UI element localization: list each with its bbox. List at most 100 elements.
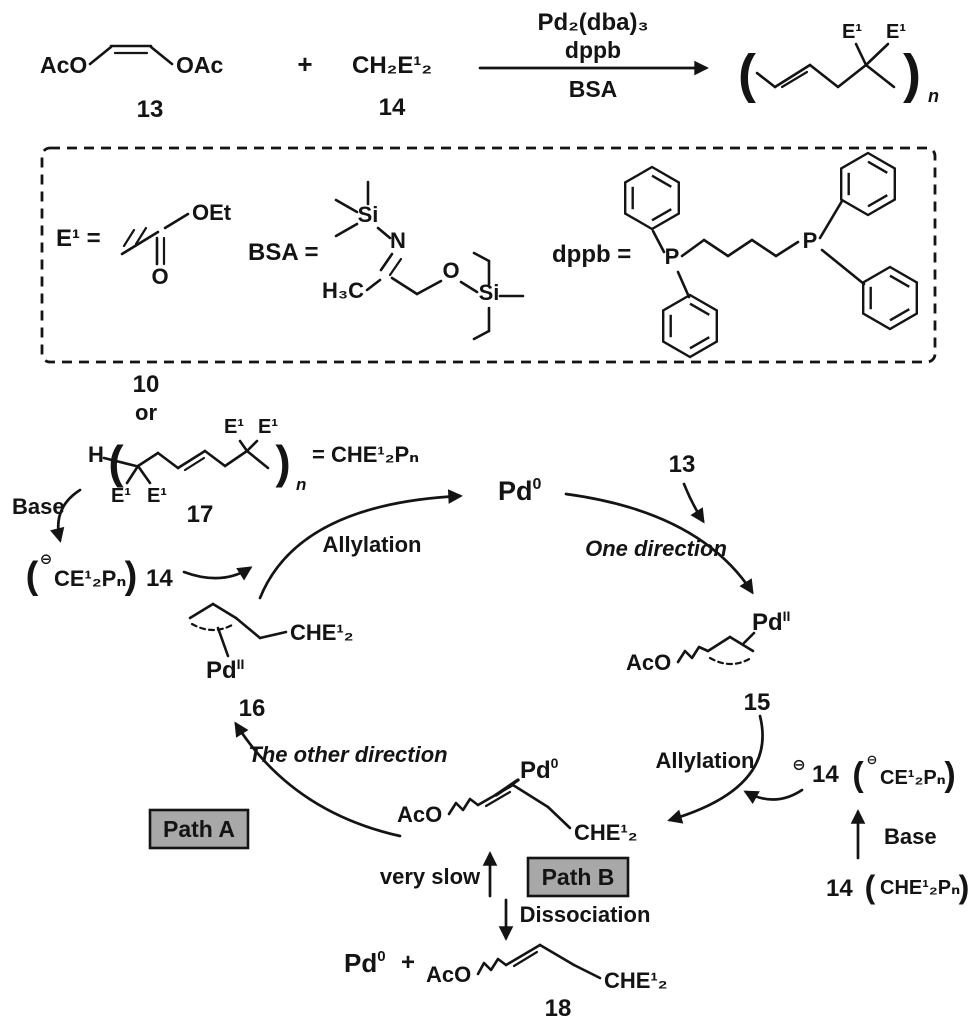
- s16-pd-label: PdII: [206, 656, 244, 684]
- base-left-arrow: [50, 488, 82, 543]
- central-skeleton: [447, 778, 572, 830]
- allylation-left-label: Allylation: [322, 532, 421, 557]
- nucleophile-formula: CHE¹₂Pₙ: [880, 877, 960, 899]
- other-direction-label: The other direction: [248, 742, 447, 767]
- e1-structure: [120, 212, 190, 266]
- s16-skeleton: [188, 602, 288, 658]
- dppb-p2-label: P: [803, 228, 818, 253]
- anion-right-formula: CE¹₂Pₙ: [880, 767, 946, 789]
- legend-dashed-border: [40, 146, 937, 364]
- arc-pd0-to-15: [564, 492, 754, 595]
- phenyl-ring-1: [624, 165, 680, 231]
- anion-left-number: 14: [146, 565, 173, 592]
- compound-18: Pd0 + AcO CHE¹₂ 18: [344, 943, 668, 1022]
- phenyl-ring-4: [862, 265, 918, 331]
- bsa-h3c-label: H₃C: [322, 278, 364, 303]
- anion-left-paren-close: ): [125, 555, 138, 597]
- reactant13-aco-label: AcO: [40, 52, 87, 78]
- s15-pd-label: PdII: [752, 608, 790, 636]
- bsa-o-label: O: [442, 258, 459, 283]
- polymer-bracket-open: (: [738, 44, 756, 104]
- compound-15-number: 15: [744, 689, 771, 716]
- p18-aco-label: AcO: [426, 962, 471, 987]
- polymer-backbone: [755, 42, 896, 89]
- bsa-condition-label: BSA: [569, 76, 618, 102]
- phenyl-ring-2: [662, 293, 718, 359]
- phenyl-ring-3: [840, 151, 896, 217]
- s16-che-label: CHE¹₂: [290, 620, 354, 645]
- s17-backbone: [102, 439, 270, 485]
- s17-e1-top-right: E¹: [258, 416, 278, 438]
- anion-right-number: 14: [812, 761, 839, 788]
- reactant13-oac-label: OAc: [176, 52, 224, 78]
- dppb-definition-label: dppb =: [552, 241, 631, 268]
- e1-definition-label: E¹ =: [56, 225, 101, 252]
- p18-skeleton: [476, 943, 602, 980]
- central-che-label: CHE¹₂: [574, 820, 638, 845]
- central-pd-label: Pd0: [520, 755, 559, 784]
- anion-left-formula: CE¹₂Pₙ: [54, 566, 126, 591]
- p18-che-label: CHE¹₂: [604, 968, 668, 993]
- dissociation-label: Dissociation: [520, 902, 651, 927]
- pd0-top-label: Pd0: [498, 476, 542, 506]
- bsa-definition-label: BSA =: [248, 239, 318, 266]
- compound-17-number: 17: [187, 501, 214, 528]
- arc-13-join: [682, 482, 705, 524]
- minus-charge-icon: ⊖: [867, 752, 878, 767]
- polymer-e1-right-label: E¹: [886, 21, 906, 43]
- compound-16: PdII CHE¹₂ 16: [188, 602, 354, 722]
- s15-aco-label: AcO: [626, 650, 671, 675]
- anion-right-paren-open: (: [852, 756, 864, 794]
- plus-sign: +: [297, 49, 312, 79]
- anion-right-paren-close: ): [944, 756, 955, 794]
- catalytic-cycle: 10 or H ( E¹ E¹ E¹ E¹: [12, 371, 969, 1022]
- p18-plus-sign: +: [401, 949, 415, 976]
- cycle-13-number: 13: [669, 451, 696, 478]
- path-a-box: [148, 808, 250, 850]
- ligand-label: dppb: [565, 37, 621, 63]
- e1-oet-label: OEt: [192, 200, 232, 225]
- compound-13-number: 13: [137, 96, 164, 123]
- nucleophile-14: 14 ( CHE¹₂Pₙ ): [826, 869, 969, 905]
- reactant14-formula: CH₂E¹₂: [352, 52, 432, 79]
- allylation-right-label: Allylation: [655, 748, 754, 773]
- minus-charge-icon: ⊖: [40, 551, 53, 568]
- s17-h-label: H: [88, 442, 104, 467]
- s17-equals-formula: = CHE¹₂Pₙ: [312, 442, 419, 467]
- one-direction-label: One direction: [585, 536, 727, 561]
- bsa-si1-label: Si: [358, 202, 379, 227]
- s17-e1-bottom-left: E¹: [111, 485, 131, 507]
- path-b-box: [526, 856, 630, 898]
- arc-15-to-central: [667, 714, 764, 824]
- top-reaction: AcO OAc 13 + CH₂E¹₂ 14 Pd₂(dba)₃ dppb BS…: [40, 9, 939, 123]
- s17-bracket-close: ): [275, 436, 290, 488]
- polymer-product: ( E¹ E¹ ) n: [738, 21, 939, 106]
- base-right-label: Base: [884, 824, 937, 849]
- arc-anion-right-join: [743, 788, 804, 805]
- polymer-bracket-close: ): [903, 44, 921, 104]
- compound-16-number: 16: [239, 695, 266, 722]
- compound-15: AcO PdII 15: [626, 608, 790, 716]
- catalyst-label: Pd₂(dba)₃: [537, 9, 648, 36]
- carbanion-14-left: ( ⊖ CE¹₂Pₙ ) 14: [26, 551, 174, 597]
- e1-carbonyl-o-label: O: [151, 264, 168, 289]
- compound-13-structure: [88, 44, 174, 66]
- minus-charge-icon: ⊖: [792, 757, 805, 774]
- very-slow-label: very slow: [380, 864, 481, 889]
- compound-17: H ( E¹ E¹ E¹ E¹ ) n = CHE¹₂Pₙ: [88, 416, 419, 528]
- arc-central-to-16: [234, 721, 402, 838]
- p18-pd-label: Pd0: [344, 948, 386, 978]
- dppb-p1-label: P: [665, 244, 680, 269]
- dppb-skeleton: [651, 199, 866, 299]
- path-a-label: Path A: [163, 816, 235, 842]
- polymer-n-subscript: n: [928, 86, 939, 106]
- arc-anion-left-join: [182, 566, 253, 581]
- central-intermediate: AcO Pd0 CHE¹₂: [397, 755, 638, 845]
- anion-left-paren-open: (: [26, 555, 39, 597]
- s17-e1-bottom-right: E¹: [147, 485, 167, 507]
- carbanion-14-right: ⊖ 14 ( ⊖ CE¹₂Pₙ ): [792, 752, 955, 794]
- bsa-si2-label: Si: [479, 280, 500, 305]
- polymer-e1-left-label: E¹: [842, 21, 862, 43]
